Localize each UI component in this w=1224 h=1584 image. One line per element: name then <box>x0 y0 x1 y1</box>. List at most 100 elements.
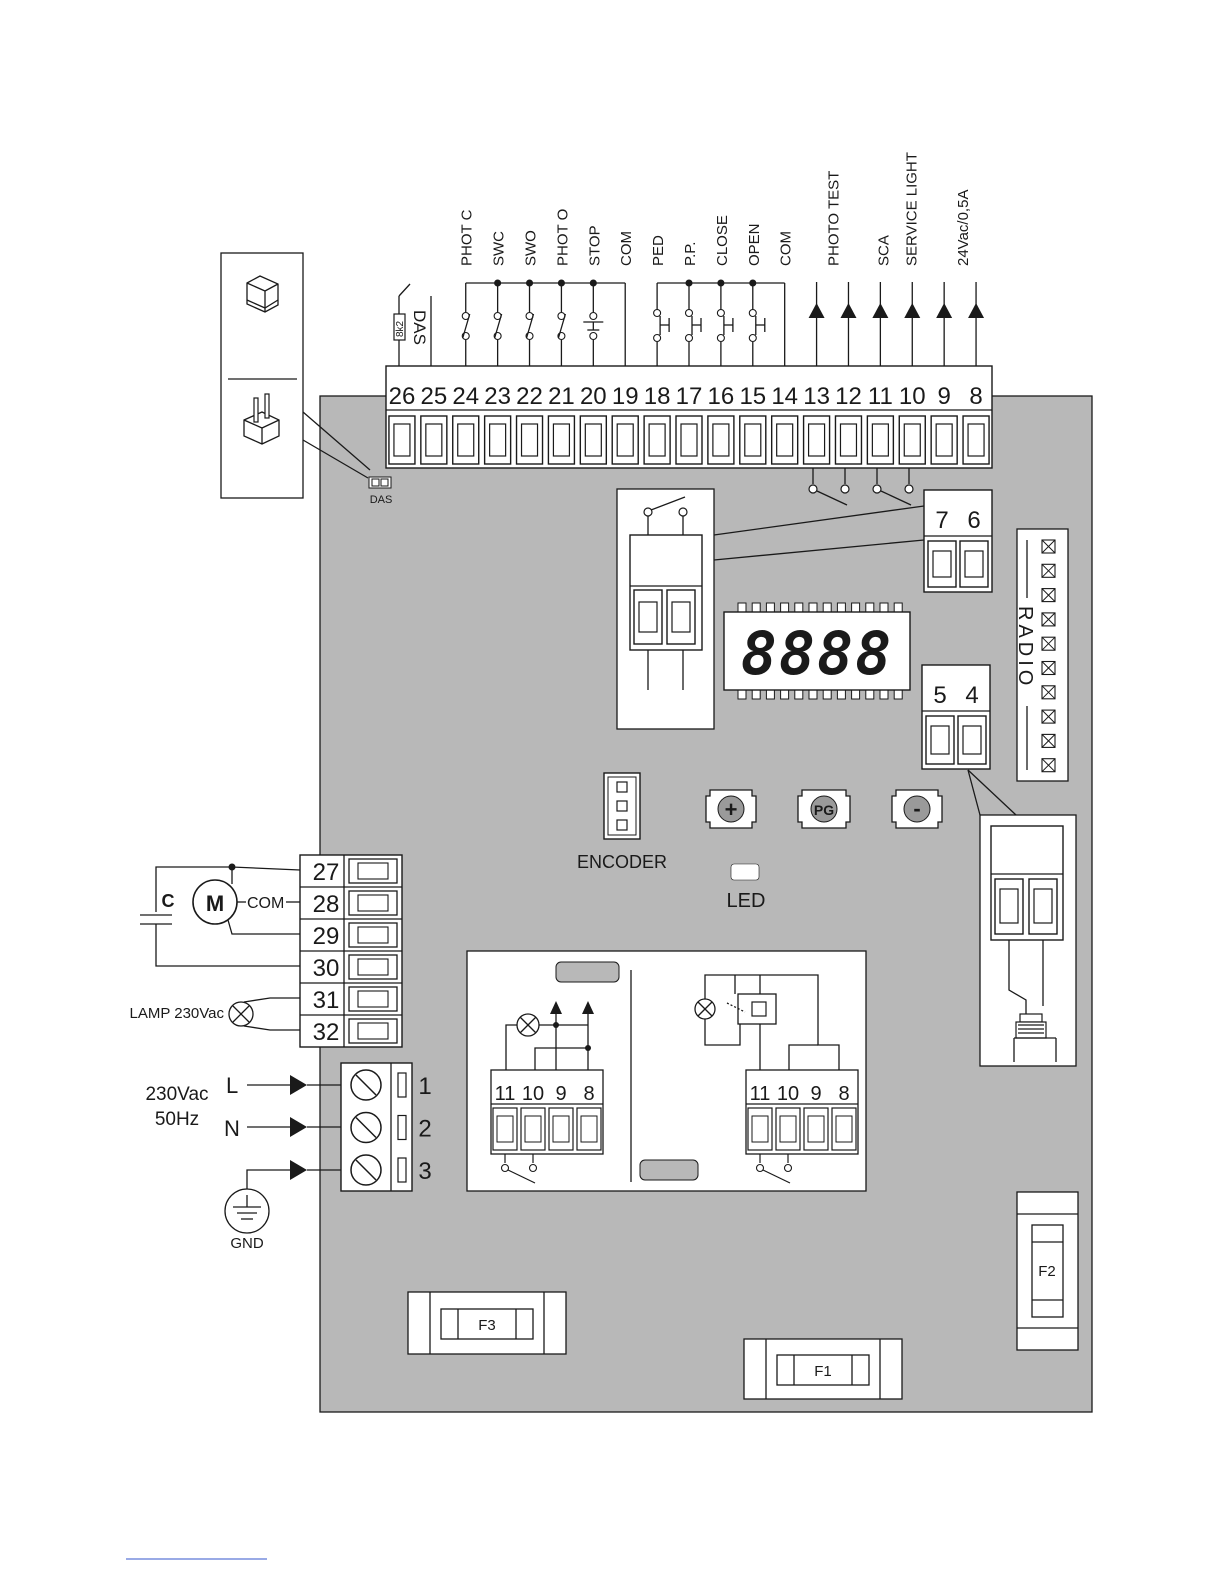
inset-terminal-number: 10 <box>777 1083 799 1105</box>
top-terminal-22 <box>517 416 543 464</box>
top-terminal-number: 22 <box>516 383 543 410</box>
motor-terminal-number: 27 <box>313 859 340 886</box>
motor-terminal-31 <box>349 987 397 1011</box>
top-terminal-23 <box>485 416 511 464</box>
das-resistor-label: 8k2 <box>395 320 406 337</box>
radio-connector: RADIO <box>1014 529 1068 781</box>
ground-icon <box>225 1189 269 1233</box>
terminal-label: PHOT C <box>459 209 476 266</box>
power-terminal-block: 1 2 3 <box>341 1063 432 1191</box>
top-terminal-25 <box>421 416 447 464</box>
das-resistor: 8k2 DAS <box>394 284 431 366</box>
top-terminal-number: 13 <box>803 383 830 410</box>
plus-button[interactable]: + <box>706 790 756 828</box>
inset-terminal-number: 9 <box>555 1083 566 1105</box>
plus-button-label: + <box>725 797 738 822</box>
terminal-label: P.P. <box>682 242 699 266</box>
terminal-5-number: 5 <box>933 682 946 709</box>
top-terminal-15 <box>740 416 766 464</box>
das-label: DAS <box>410 310 429 345</box>
inset-terminal-number: 11 <box>750 1083 771 1105</box>
power-terminal-number: 2 <box>418 1116 431 1143</box>
top-terminal-number: 25 <box>420 383 447 410</box>
terminal-block-7-6: 7 6 <box>924 490 992 592</box>
fuse-f2: F2 <box>1017 1192 1078 1350</box>
terminal-label: PHOT O <box>554 209 571 266</box>
lamp-label: LAMP 230Vac <box>129 1005 224 1022</box>
power-terminal-number: 1 <box>418 1073 431 1100</box>
capacitor-label: C <box>162 891 175 911</box>
motor-terminal-28 <box>349 891 397 915</box>
inset-terminal-number: 11 <box>495 1083 516 1105</box>
fuse-f3: F3 <box>408 1292 566 1354</box>
das-board-label: DAS <box>370 494 393 506</box>
encoder-label: ENCODER <box>577 852 667 872</box>
motor-com-label: COM <box>247 895 284 912</box>
motor-terminal-30 <box>349 955 397 979</box>
terminal-label: SERVICE LIGHT <box>903 152 920 266</box>
top-terminal-number: 12 <box>835 383 862 410</box>
seven-segment-display: 8888 <box>724 603 910 699</box>
motor-terminal-29 <box>349 923 397 947</box>
antenna-callout <box>968 770 1076 1066</box>
motor-terminal-32 <box>349 1019 397 1043</box>
top-terminal-13 <box>804 416 830 464</box>
top-terminal-20 <box>580 416 606 464</box>
top-terminal-26 <box>389 416 415 464</box>
fuse-f3-label: F3 <box>478 1317 496 1334</box>
top-terminal-9 <box>931 416 957 464</box>
top-terminal-17 <box>676 416 702 464</box>
top-terminal-18 <box>644 416 670 464</box>
top-terminal-24 <box>453 416 479 464</box>
power-wiring: 230Vac 50Hz L N GND <box>145 1073 341 1252</box>
top-terminal-16 <box>708 416 734 464</box>
motor-terminal-number: 29 <box>313 923 340 950</box>
top-terminal-number: 15 <box>739 383 766 410</box>
minus-button[interactable]: - <box>892 790 942 828</box>
top-terminal-number: 26 <box>389 383 416 410</box>
terminal-label: SWO <box>523 230 540 266</box>
top-terminal-12 <box>835 416 861 464</box>
top-terminal-8 <box>963 416 989 464</box>
live-label: L <box>226 1073 238 1098</box>
mains-voltage-label: 230Vac <box>145 1084 208 1105</box>
neutral-label: N <box>224 1116 240 1141</box>
inset-terminal-number: 8 <box>583 1083 594 1105</box>
display-digits: 8888 <box>741 619 894 689</box>
top-terminal-14 <box>772 416 798 464</box>
pg-button[interactable]: PG <box>798 790 850 828</box>
power-terminal-number: 3 <box>418 1158 431 1185</box>
terminal-label: PED <box>650 235 667 266</box>
top-terminal-number: 9 <box>937 383 950 410</box>
terminal-label: SWC <box>491 231 508 266</box>
top-terminal-number: 20 <box>580 383 607 410</box>
top-terminal-number: 21 <box>548 383 575 410</box>
terminal-label: STOP <box>586 225 603 266</box>
terminal-label: COM <box>778 231 795 266</box>
terminal-label: OPEN <box>746 223 763 266</box>
ground-label: GND <box>230 1235 264 1252</box>
top-terminal-19 <box>612 416 638 464</box>
terminal-label: PHOTO TEST <box>826 171 843 266</box>
inset-terminal-number: 8 <box>838 1083 849 1105</box>
top-terminal-21 <box>548 416 574 464</box>
motor-terminal-number: 28 <box>313 891 340 918</box>
terminal-label: 24Vac/0,5A <box>955 190 972 266</box>
top-terminal-number: 24 <box>452 383 479 410</box>
top-terminal-10 <box>899 416 925 464</box>
inset-terminal-number: 9 <box>810 1083 821 1105</box>
terminal-label: COM <box>618 231 635 266</box>
top-terminal-number: 11 <box>868 383 893 410</box>
top-terminal-11 <box>867 416 893 464</box>
motor-wiring: M COM C LAMP 230Vac <box>129 864 300 1031</box>
top-terminal-number: 23 <box>484 383 511 410</box>
motor-terminal-number: 30 <box>313 955 340 982</box>
motor-terminal-27 <box>349 859 397 883</box>
top-terminal-number: 19 <box>612 383 639 410</box>
terminal-label: SCA <box>875 235 892 266</box>
motor-symbol: M <box>206 891 224 916</box>
terminal-4-number: 4 <box>965 682 978 709</box>
terminal-7-number: 7 <box>935 507 948 534</box>
